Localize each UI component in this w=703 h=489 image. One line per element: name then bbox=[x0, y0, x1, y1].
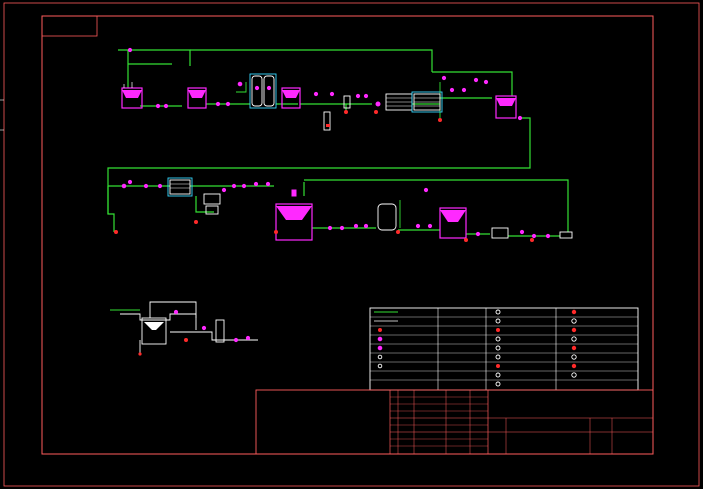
second-process-row bbox=[107, 177, 573, 242]
edi-module-icon bbox=[377, 203, 397, 231]
cartridge-filter-icon bbox=[323, 95, 351, 131]
inlet-valve-icon bbox=[127, 47, 133, 53]
ro-product-tank bbox=[495, 95, 517, 119]
intermediate-tank bbox=[187, 87, 207, 109]
multi-media-filter-icon bbox=[249, 73, 277, 109]
legend-symbols bbox=[374, 309, 577, 387]
ro-stage-two-filter bbox=[203, 193, 221, 215]
second-row-instruments bbox=[114, 179, 551, 242]
top-process-row bbox=[107, 47, 531, 214]
terminal-filter bbox=[491, 227, 573, 239]
legend-table bbox=[369, 307, 639, 391]
top-row-instruments bbox=[155, 75, 523, 127]
product-water-tank bbox=[439, 207, 467, 239]
inset-filter bbox=[215, 319, 225, 343]
filtered-water-tank bbox=[281, 87, 301, 109]
inset-tank bbox=[141, 317, 167, 345]
edi-tank bbox=[275, 189, 313, 241]
ro-stage-two-membrane bbox=[167, 177, 193, 197]
title-block bbox=[255, 389, 654, 455]
second-stage-ro-membrane bbox=[411, 91, 443, 113]
inset-dosing-diagram bbox=[110, 301, 258, 356]
first-stage-ro-membrane bbox=[375, 93, 413, 111]
raw-water-tank bbox=[121, 82, 143, 109]
